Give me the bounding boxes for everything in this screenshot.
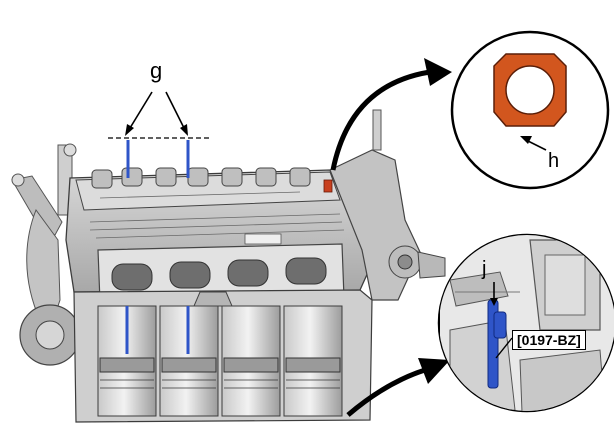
detail-seal-circle bbox=[450, 30, 610, 190]
callout-label-g: g bbox=[150, 58, 163, 83]
callout-label-j: j bbox=[482, 258, 487, 280]
curved-arrow-icon bbox=[330, 58, 452, 171]
g-marker-group bbox=[108, 91, 210, 354]
curved-arrow-icon-lower bbox=[346, 358, 450, 417]
ring-seal-icon bbox=[493, 53, 567, 127]
detail-tool-circle bbox=[437, 233, 614, 413]
tool-leader-line bbox=[495, 337, 513, 359]
callout-label-h: h bbox=[548, 150, 560, 172]
g-arrowhead-left bbox=[125, 124, 134, 136]
g-pointer-right bbox=[165, 91, 185, 129]
h-pointer bbox=[525, 139, 547, 151]
tool-reference-label: [0197-BZ] bbox=[512, 330, 586, 350]
g-pointer-left bbox=[129, 91, 153, 129]
engine-block bbox=[11, 109, 446, 423]
g-arrowhead-right bbox=[180, 124, 188, 136]
seal-location-marker bbox=[323, 179, 333, 193]
